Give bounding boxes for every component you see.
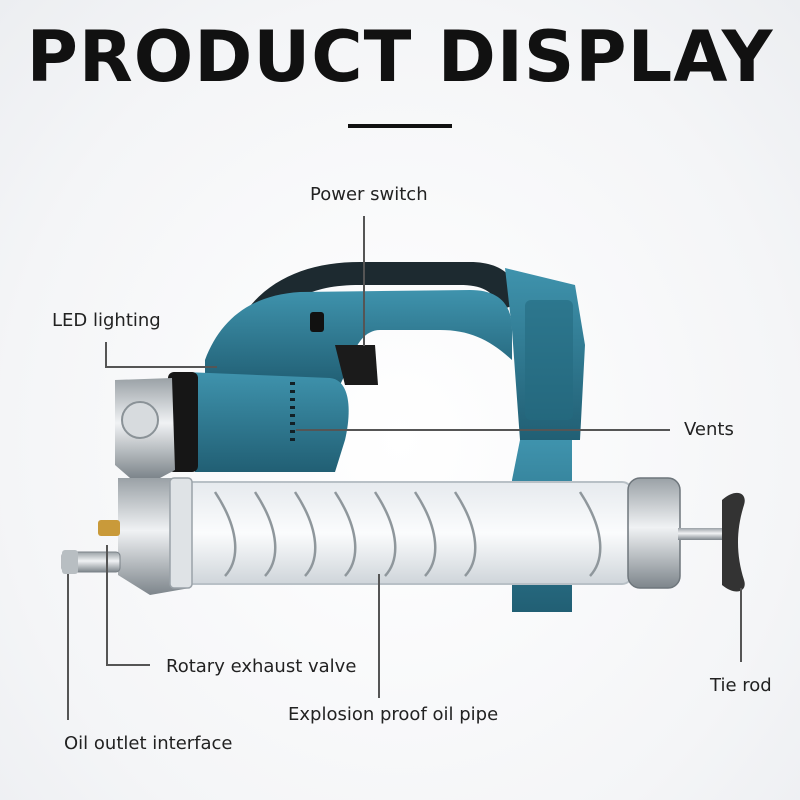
callout-line-vents [296, 429, 670, 431]
pipe-collar [169, 477, 193, 589]
label-explosion-proof-oil-pipe: Explosion proof oil pipe [288, 704, 499, 725]
label-rotary-exhaust-valve: Rotary exhaust valve [166, 656, 357, 677]
oil-outlet-tip [62, 550, 78, 574]
label-oil-outlet-interface: Oil outlet interface [64, 733, 233, 754]
page-title: PRODUCT DISPLAY [26, 16, 774, 98]
callout-line-led-vertical [105, 342, 107, 366]
callout-line-power-switch [363, 216, 365, 346]
gearbox-ring [168, 372, 198, 472]
trigger [335, 345, 378, 385]
callout-line-oil-outlet [67, 574, 69, 720]
callout-line-led-horizontal [105, 366, 217, 368]
title-underline [348, 124, 452, 128]
callout-line-tie-rod [740, 588, 742, 662]
rotary-exhaust-valve [98, 520, 120, 536]
callout-line-oil-pipe [378, 574, 380, 698]
handle-grip [228, 262, 516, 345]
power-switch-button [310, 312, 324, 332]
motor-housing [185, 372, 349, 472]
label-tie-rod: Tie rod [710, 675, 772, 696]
spring-coils [213, 491, 602, 577]
callout-line-exhaust-horizontal [106, 664, 150, 666]
battery-mount-slot [525, 300, 573, 420]
label-power-switch: Power switch [310, 184, 428, 205]
label-vents: Vents [684, 419, 734, 440]
tie-rod-handle [722, 492, 745, 592]
handle-body [205, 290, 512, 385]
callout-line-exhaust-vertical [106, 545, 108, 665]
label-led-lighting: LED lighting [52, 310, 161, 331]
vents-grille [290, 382, 295, 441]
oil-pipe [181, 481, 633, 585]
tie-rod-shaft [678, 528, 728, 540]
end-cap [627, 477, 681, 589]
led-lighting-lens [121, 401, 159, 439]
